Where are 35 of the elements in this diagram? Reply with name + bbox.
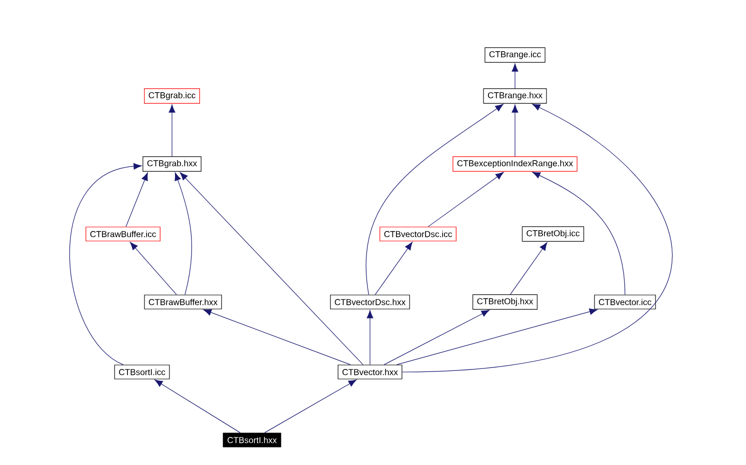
file-box: CTBsortI.hxx	[222, 432, 282, 448]
file-box: CTBrange.hxx	[483, 88, 547, 104]
arrow	[366, 310, 374, 365]
arrow	[384, 310, 490, 365]
file-box: CTBvector.icc	[594, 294, 656, 310]
arrow	[154, 380, 240, 433]
arrow	[168, 104, 176, 157]
file-box: CTBretObj.icc	[522, 226, 584, 242]
arrow	[264, 380, 357, 433]
arrow	[69, 163, 142, 365]
arrow	[512, 64, 518, 89]
arrow	[532, 172, 626, 295]
arrow	[510, 242, 548, 295]
arrow	[396, 308, 598, 365]
arrow	[203, 309, 351, 365]
file-box: CTBrawBuffer.icc	[86, 226, 160, 242]
file-box: CTBgrab.icc	[144, 88, 200, 104]
arrow	[130, 242, 177, 295]
file-box: CTBsortI.icc	[114, 364, 170, 380]
arrow	[428, 172, 504, 227]
file-box: CTBgrab.hxx	[142, 156, 202, 172]
file-box: CTBvectorDsc.hxx	[330, 294, 410, 310]
file-box: CTBrange.icc	[484, 47, 546, 63]
arrow	[402, 104, 672, 372]
arrow	[512, 104, 518, 157]
arrow	[366, 104, 504, 295]
file-box: CTBexceptionIndexRange.hxx	[452, 156, 578, 172]
file-box: CTBretObj.hxx	[472, 294, 538, 310]
arrow	[126, 172, 148, 227]
file-box: CTBvector.hxx	[338, 364, 402, 380]
arrow	[180, 172, 364, 365]
arrow	[374, 242, 412, 295]
file-box: CTBrawBuffer.hxx	[144, 294, 222, 310]
arrow	[174, 172, 192, 295]
file-box: CTBvectorDsc.icc	[380, 226, 456, 242]
